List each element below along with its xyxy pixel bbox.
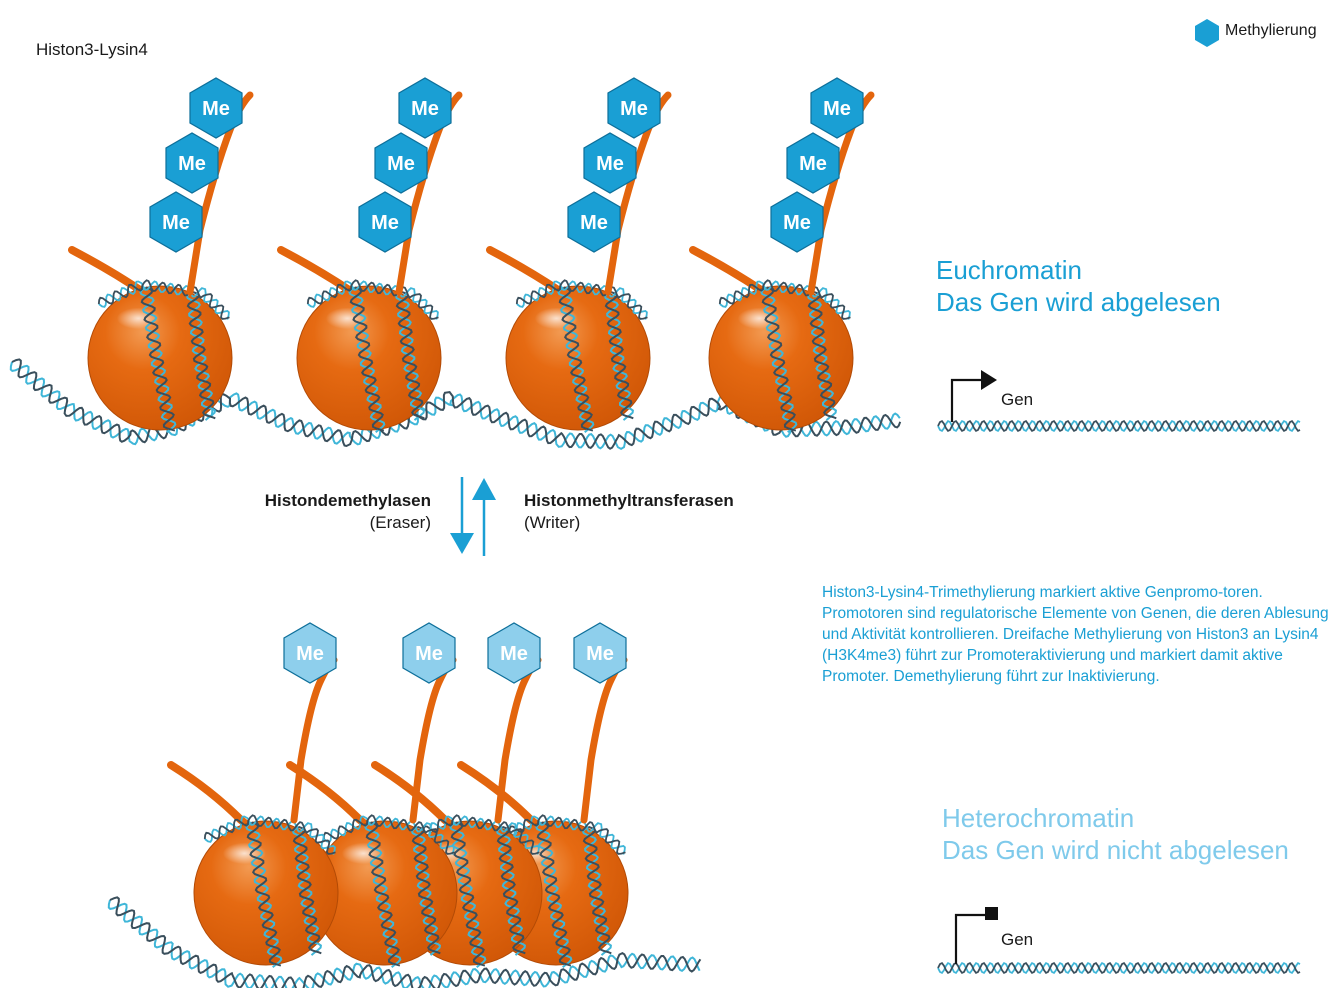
eraser-label: Histondemethylasen (Eraser)	[265, 490, 431, 534]
methyl-group-icon: Me	[608, 78, 660, 138]
heterochromatin-title: Heterochromatin	[942, 802, 1289, 834]
euchromatin-title: Euchromatin	[936, 254, 1221, 286]
methyl-group-icon: Me	[190, 78, 242, 138]
methyl-label: Me	[162, 212, 190, 234]
gene-arrow-icon	[981, 370, 997, 390]
methyl-label: Me	[823, 98, 851, 120]
legend-label: Methylierung	[1225, 22, 1317, 40]
methyl-group-icon: Me	[771, 192, 823, 252]
nucleosomes-heterochromatin: Me Me Me Me	[171, 623, 628, 967]
writer-name: Histonmethyltransferasen	[524, 491, 734, 510]
methyl-label: Me	[586, 643, 614, 665]
methyl-group-icon: Me	[811, 78, 863, 138]
methyl-label: Me	[296, 643, 324, 665]
gene-dna-euchromatin	[938, 421, 1300, 431]
gene-block-icon	[985, 907, 998, 920]
heterochromatin-subtitle: Das Gen wird nicht abgelesen	[942, 834, 1289, 866]
methyl-group-icon: Me	[359, 192, 411, 252]
methyl-label: Me	[620, 98, 648, 120]
methyl-label: Me	[783, 212, 811, 234]
methyl-label: Me	[415, 643, 443, 665]
methyl-label: Me	[411, 98, 439, 120]
nucleosome: Me	[171, 623, 338, 967]
methyl-label: Me	[387, 153, 415, 175]
legend-methyl-icon	[1195, 19, 1219, 47]
description-text: Histon3-Lysin4-Trimethylierung markiert …	[822, 582, 1340, 687]
methyl-group-icon: Me	[403, 623, 455, 683]
gene-label-heterochromatin: Gen	[1001, 930, 1033, 950]
methyl-label: Me	[580, 212, 608, 234]
methyl-group-icon: Me	[399, 78, 451, 138]
up-arrow-icon	[472, 478, 496, 500]
methyl-label: Me	[500, 643, 528, 665]
methyl-group-icon: Me	[284, 623, 336, 683]
histone-tail	[584, 660, 624, 820]
gene-promoter-line	[956, 915, 987, 964]
histone-tail	[498, 660, 538, 820]
methyl-group-icon: Me	[488, 623, 540, 683]
histone-tail	[413, 660, 453, 820]
methyl-label: Me	[596, 153, 624, 175]
methyl-label: Me	[178, 153, 206, 175]
gene-label-euchromatin: Gen	[1001, 390, 1033, 410]
methyl-label: Me	[202, 98, 230, 120]
methyl-group-icon: Me	[574, 623, 626, 683]
gene-dna-heterochromatin	[938, 963, 1300, 973]
writer-role: (Writer)	[524, 512, 734, 534]
down-arrow-icon	[450, 533, 474, 554]
methyl-label: Me	[799, 153, 827, 175]
eraser-role: (Eraser)	[265, 512, 431, 534]
euchromatin-heading: Euchromatin Das Gen wird abgelesen	[936, 254, 1221, 318]
gene-promoter-line	[952, 380, 983, 422]
gene-euchromatin	[938, 370, 1300, 431]
methyl-group-icon: Me	[568, 192, 620, 252]
writer-label: Histonmethyltransferasen (Writer)	[524, 490, 734, 534]
heterochromatin-heading: Heterochromatin Das Gen wird nicht abgel…	[942, 802, 1289, 866]
gene-heterochromatin	[938, 907, 1300, 973]
methyl-label: Me	[371, 212, 399, 234]
diagram-subtitle: Histon3-Lysin4	[36, 40, 148, 60]
methyl-group-icon: Me	[150, 192, 202, 252]
enzyme-arrows	[450, 477, 496, 556]
euchromatin-subtitle: Das Gen wird abgelesen	[936, 286, 1221, 318]
eraser-name: Histondemethylasen	[265, 491, 431, 510]
